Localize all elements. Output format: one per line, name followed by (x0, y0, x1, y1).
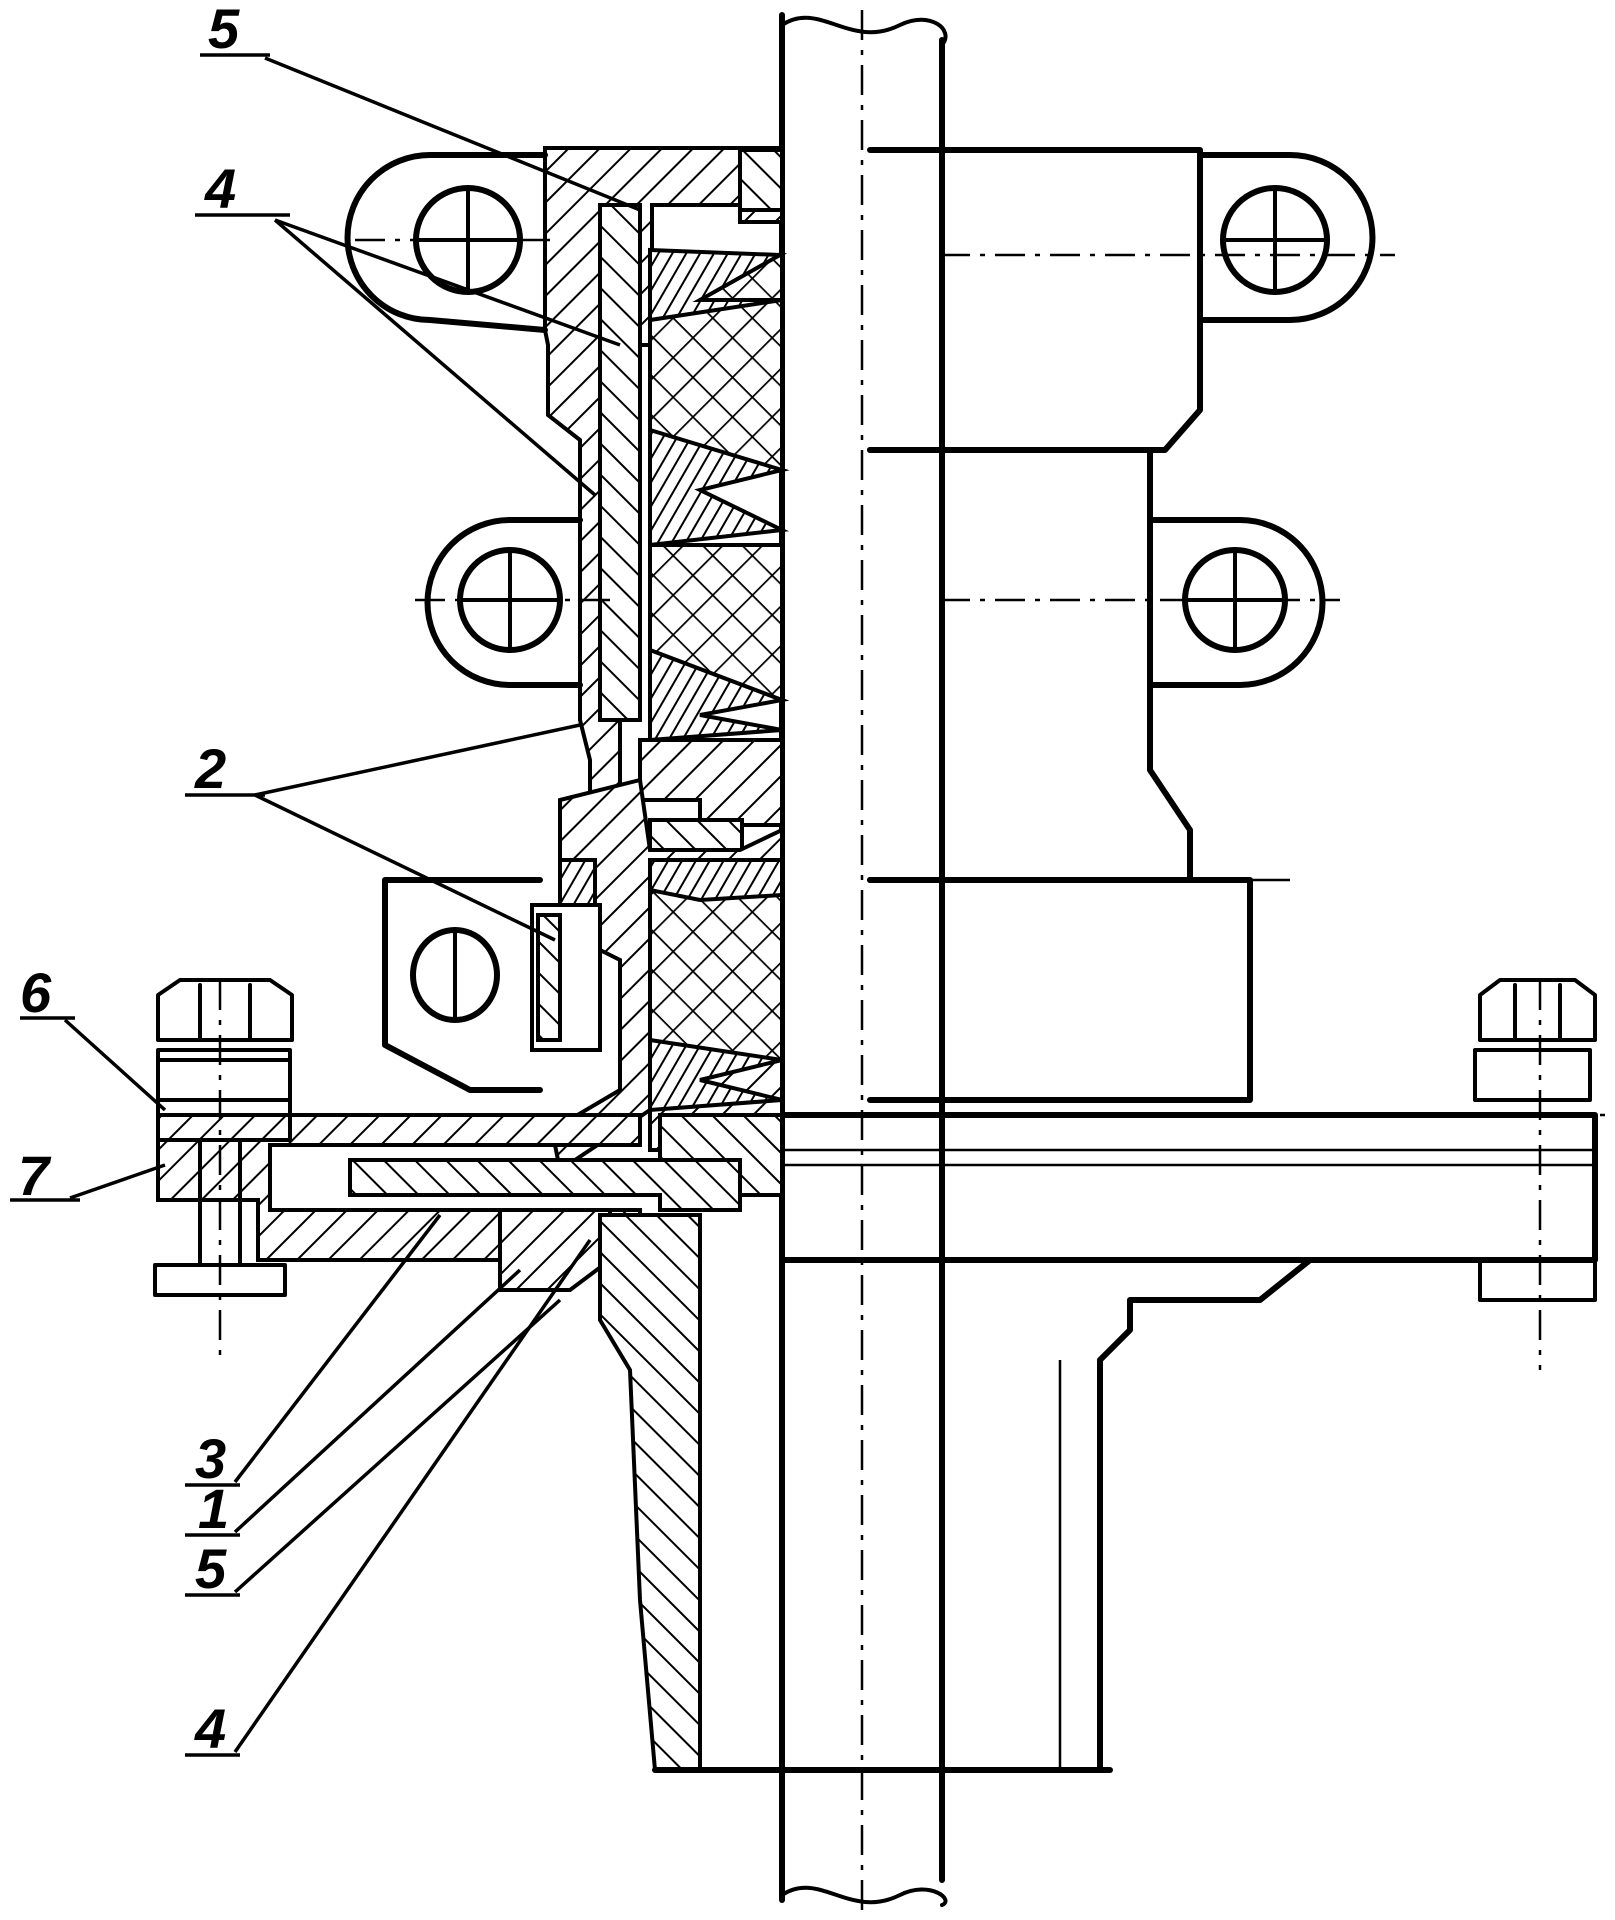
callout-2: 2 (194, 737, 226, 800)
callout-3: 3 (195, 1427, 226, 1490)
upper-housing-section (543, 146, 790, 852)
center-lines (355, 238, 1605, 1117)
callout-4-top: 4 (204, 157, 236, 220)
callout-5-top: 5 (208, 0, 240, 60)
right-outline (652, 147, 1598, 1773)
leader-lines (10, 53, 641, 1757)
callout-5-bottom: 5 (195, 1537, 227, 1600)
callouts: 5 4 2 6 7 3 1 5 4 (18, 0, 240, 1760)
lugs (344, 152, 1376, 1093)
shaft (779, 10, 948, 1915)
callout-1: 1 (198, 1477, 229, 1540)
callout-6: 6 (20, 961, 52, 1024)
flange-plate (153, 980, 742, 1772)
lower-housing-section (530, 777, 784, 1197)
callout-4-bottom: 4 (194, 1697, 226, 1760)
callout-7: 7 (18, 1144, 52, 1207)
nuts (156, 978, 1597, 1042)
